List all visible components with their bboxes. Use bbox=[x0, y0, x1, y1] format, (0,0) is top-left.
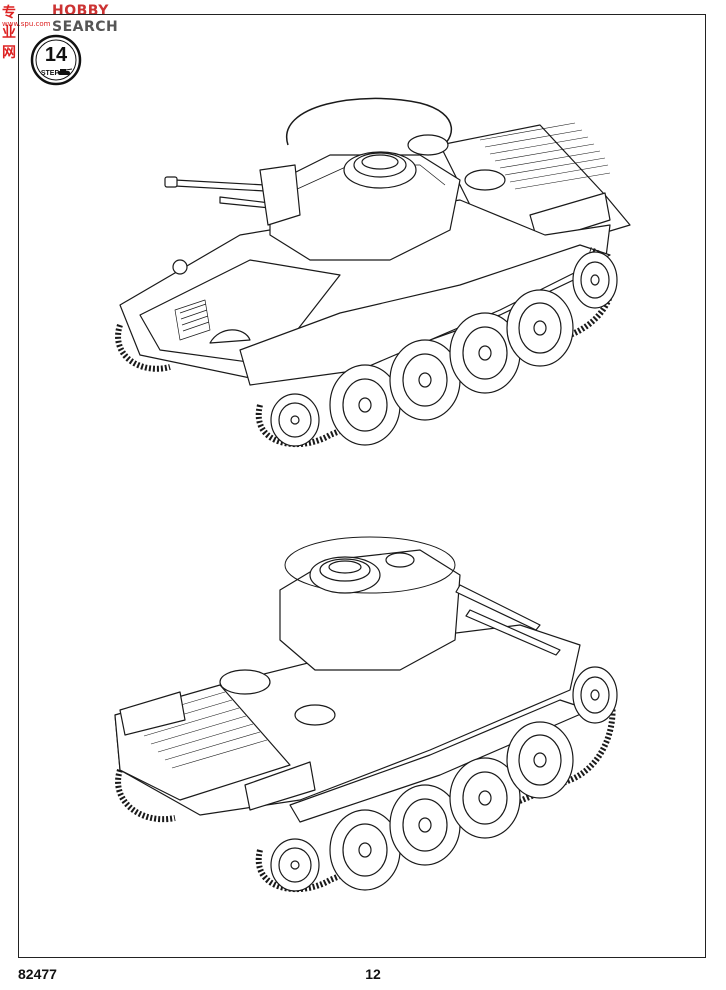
front-hatch bbox=[209, 329, 251, 344]
watermark-site-en-b: SEARCH bbox=[52, 19, 119, 35]
step-number: 14 bbox=[45, 44, 68, 66]
road-wheels-front bbox=[270, 251, 618, 447]
page-frame bbox=[18, 14, 706, 958]
front-vent bbox=[174, 299, 211, 341]
watermark-site-url: www.spu.com bbox=[2, 20, 51, 28]
watermark-site-en: HOBBY SEARCH bbox=[52, 3, 118, 35]
step-label: STEP bbox=[41, 70, 60, 77]
tank-view-rear bbox=[114, 536, 618, 893]
track-front bbox=[115, 247, 616, 448]
main-gun bbox=[164, 176, 271, 209]
turret-hatch bbox=[385, 552, 415, 568]
watermark-site-en-a: HOBBY bbox=[52, 3, 109, 19]
road-wheels-rear bbox=[270, 666, 618, 892]
deck-hatch bbox=[464, 169, 506, 191]
storage-box-rear bbox=[119, 691, 186, 736]
watermark-site-cn: 专业网 bbox=[2, 5, 17, 61]
page-number: 12 bbox=[365, 966, 381, 982]
turret-hatch bbox=[407, 134, 449, 156]
step-badge: 14 STEP bbox=[30, 34, 82, 86]
tank-icon bbox=[58, 68, 73, 75]
tank-view-front bbox=[115, 97, 631, 448]
headlight bbox=[172, 259, 188, 275]
gun-mantlet bbox=[259, 164, 301, 226]
deck-hatch-2 bbox=[294, 704, 336, 726]
kit-number: 82477 bbox=[18, 966, 57, 982]
main-gun bbox=[455, 584, 541, 631]
storage-box bbox=[244, 761, 316, 811]
deck-hatch bbox=[219, 669, 271, 695]
antenna-loop bbox=[285, 97, 453, 156]
fender bbox=[239, 244, 611, 386]
